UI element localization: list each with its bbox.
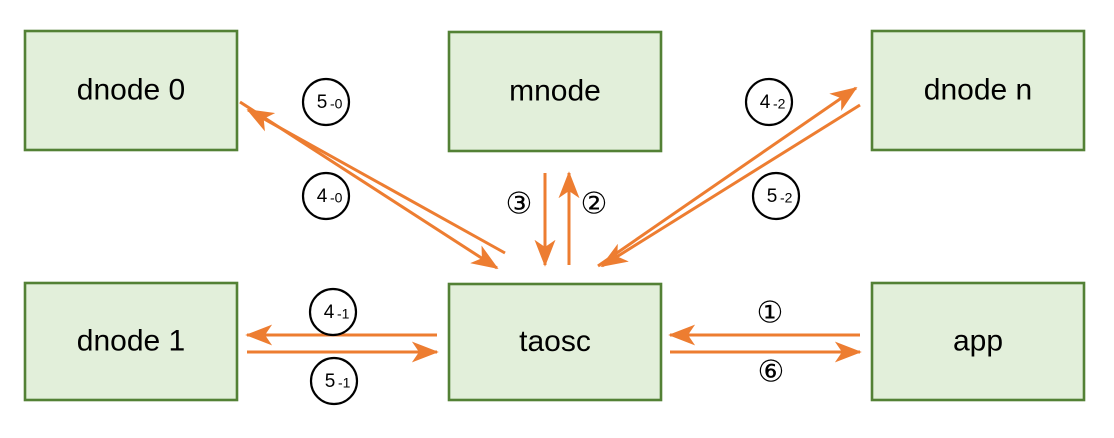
node-dnoden[interactable]: dnode n <box>870 29 1086 152</box>
node-app[interactable]: app <box>870 281 1086 402</box>
node-box-taosc[interactable] <box>447 282 663 402</box>
badge-sub-b5-0: -0 <box>330 96 343 112</box>
step-badge-b5-2: 5-2 <box>751 171 801 221</box>
node-label-taosc: taosc <box>519 325 591 358</box>
edges-layer <box>239 86 862 363</box>
badge-main-b5-1: 5 <box>325 371 336 392</box>
badge-glyph-b6: ⑥ <box>758 355 785 390</box>
edge-e5-2 <box>600 103 861 268</box>
step-badge-b5-1: 5-1 <box>309 356 359 406</box>
node-label-mnode: mnode <box>509 74 601 107</box>
badge-circle-b5-2 <box>751 171 801 221</box>
edge-e5-0 <box>239 100 499 270</box>
badge-sub-b4-1: -1 <box>337 306 350 322</box>
badge-glyph-b3: ③ <box>506 187 533 222</box>
badge-circle-b4-2 <box>744 77 794 127</box>
badge-sub-b4-2: -2 <box>773 96 786 112</box>
step-badge-b2: ② <box>581 187 608 222</box>
node-box-mnode[interactable] <box>447 30 663 153</box>
node-mnode[interactable]: mnode <box>447 30 663 153</box>
node-taosc[interactable]: taosc <box>447 282 663 402</box>
node-box-dnoden[interactable] <box>870 29 1086 152</box>
node-box-dnode0[interactable] <box>23 29 239 152</box>
node-box-dnode1[interactable] <box>23 281 239 402</box>
node-box-app[interactable] <box>870 281 1086 402</box>
node-label-app: app <box>953 324 1003 357</box>
badge-main-b5-2: 5 <box>767 186 778 207</box>
node-label-dnode0: dnode 0 <box>77 73 185 106</box>
badge-sub-b4-0: -0 <box>330 190 343 206</box>
step-badge-b1: ① <box>757 296 784 331</box>
step-badge-b4-1: 4-1 <box>308 287 358 337</box>
edge-e4-2 <box>597 86 858 268</box>
nodes-layer: dnode 0 mnode dnode n dnode 1 taosc app <box>23 29 1086 402</box>
step-badge-b3: ③ <box>506 187 533 222</box>
badge-circle-b5-1 <box>309 356 359 406</box>
node-dnode0[interactable]: dnode 0 <box>23 29 239 152</box>
step-badge-b6: ⑥ <box>758 355 785 390</box>
badge-sub-b5-2: -2 <box>780 190 793 206</box>
badge-main-b4-0: 4 <box>317 186 328 207</box>
node-label-dnode1: dnode 1 <box>77 324 185 357</box>
badge-main-b4-2: 4 <box>760 92 771 113</box>
badge-circle-b4-0 <box>301 171 351 221</box>
badge-circle-b4-1 <box>308 287 358 337</box>
step-badge-b5-0: 5-0 <box>301 77 351 127</box>
badge-circle-b5-0 <box>301 77 351 127</box>
badge-main-b4-1: 4 <box>324 302 335 323</box>
badge-main-b5-0: 5 <box>317 92 328 113</box>
step-badge-b4-0: 4-0 <box>301 171 351 221</box>
badge-glyph-b1: ① <box>757 296 784 331</box>
node-label-dnoden: dnode n <box>924 73 1032 106</box>
badge-glyph-b2: ② <box>581 187 608 222</box>
step-badge-b4-2: 4-2 <box>744 77 794 127</box>
node-dnode1[interactable]: dnode 1 <box>23 281 239 402</box>
badge-sub-b5-1: -1 <box>338 375 351 391</box>
